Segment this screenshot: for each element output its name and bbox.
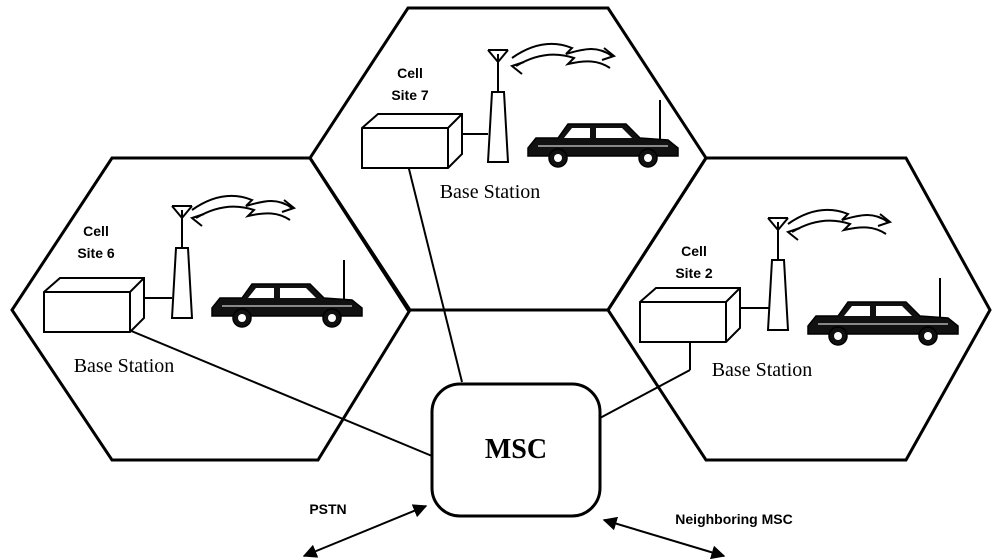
cell-site-2-line1: Cell — [681, 243, 707, 259]
link-cell2-msc-b — [600, 370, 690, 418]
cell-site-7-line1: Cell — [397, 65, 423, 81]
radio-wave-icon-7 — [512, 44, 614, 74]
cell-site-7-line2: Site 7 — [391, 87, 429, 103]
car-icon-2 — [808, 278, 958, 345]
base-station-box-7 — [362, 114, 462, 168]
car-icon-7 — [528, 100, 678, 167]
pstn-label: PSTN — [309, 501, 346, 517]
radio-wave-icon-6 — [192, 196, 294, 226]
radio-wave-icon-2 — [788, 210, 890, 240]
msc-label: MSC — [485, 434, 547, 465]
base-station-label-7: Base Station — [440, 181, 541, 203]
base-station-box-6 — [44, 278, 144, 332]
cell-site-6-line1: Cell — [83, 223, 109, 239]
car-icon-6 — [212, 260, 362, 327]
antenna-tower-icon-2 — [768, 218, 788, 330]
cell-site-6-line2: Site 6 — [77, 245, 115, 261]
cell-site-2-line2: Site 2 — [675, 265, 713, 281]
link-cell6-msc — [100, 318, 432, 456]
base-station-label-6: Base Station — [74, 355, 175, 377]
base-station-box-2 — [640, 288, 740, 342]
neighboring-msc-label: Neighboring MSC — [675, 511, 792, 527]
antenna-tower-icon-6 — [172, 206, 192, 318]
base-station-label-2: Base Station — [712, 359, 813, 381]
antenna-tower-icon-7 — [488, 50, 508, 162]
